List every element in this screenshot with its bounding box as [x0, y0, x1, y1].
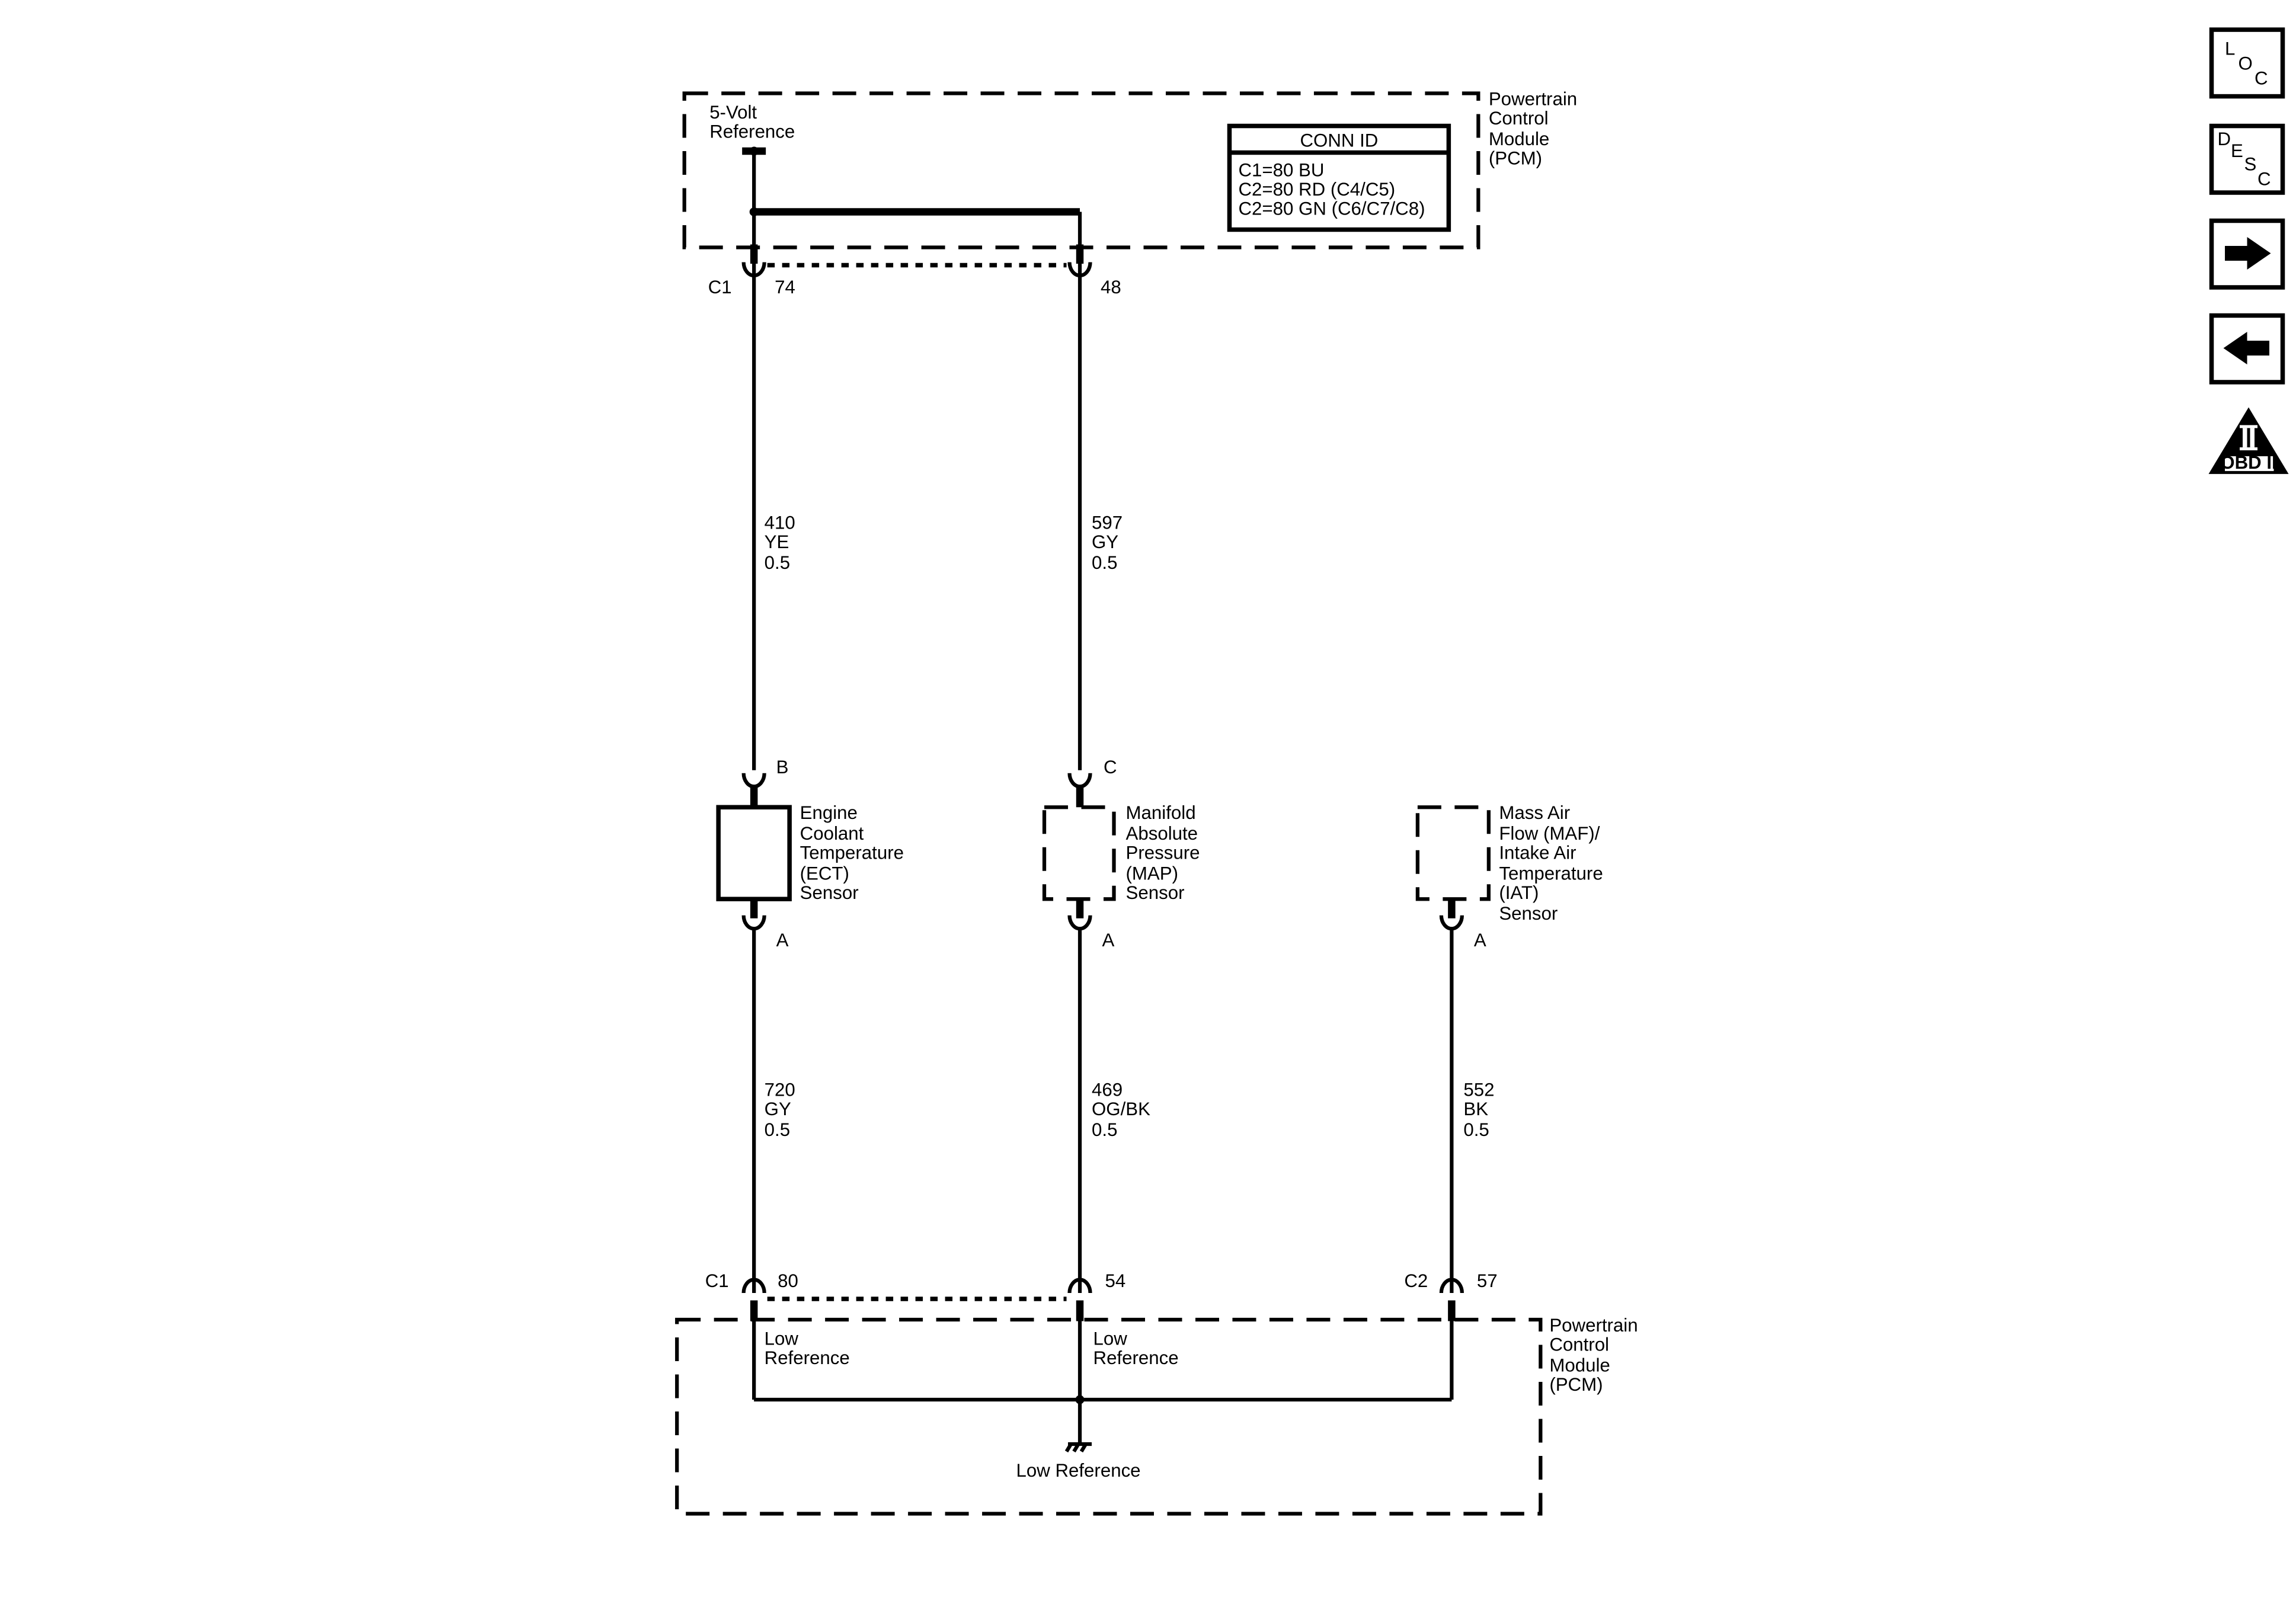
- wire-label-410: 410 YE 0.5: [765, 512, 795, 572]
- map-sensor-label: Manifold Absolute Pressure (MAP) Sensor: [1126, 802, 1200, 903]
- svg-text:Reference: Reference: [1093, 1347, 1179, 1368]
- svg-text:C2=80 RD (C4/C5): C2=80 RD (C4/C5): [1238, 179, 1395, 200]
- svg-text:D: D: [2218, 129, 2231, 149]
- svg-text:Module: Module: [1549, 1355, 1610, 1376]
- wire-label-720: 720 GY 0.5: [765, 1080, 795, 1140]
- pcm-top-label: Powertrain Control Module (PCM): [1489, 89, 1577, 169]
- map-sensor: [1042, 805, 1116, 901]
- svg-text:0.5: 0.5: [1092, 552, 1117, 573]
- maf-iat-sensor: [1415, 805, 1491, 901]
- svg-text:Control: Control: [1489, 108, 1549, 129]
- svg-text:L: L: [2225, 39, 2235, 59]
- svg-text:597: 597: [1092, 512, 1123, 533]
- svg-text:(IAT): (IAT): [1499, 882, 1539, 903]
- svg-text:0.5: 0.5: [1092, 1119, 1117, 1140]
- low-reference-label-2: Low Reference: [1093, 1329, 1179, 1368]
- five-volt-reference-label: 5-Volt Reference: [709, 102, 795, 142]
- svg-text:Sensor: Sensor: [1126, 882, 1185, 903]
- pin-label: 57: [1477, 1270, 1498, 1291]
- svg-text:Engine: Engine: [800, 802, 858, 823]
- svg-text:BK: BK: [1463, 1099, 1488, 1119]
- next-arrow-button[interactable]: [2209, 218, 2285, 290]
- svg-text:410: 410: [765, 512, 795, 533]
- svg-text:Pressure: Pressure: [1126, 843, 1200, 863]
- svg-text:Reference: Reference: [765, 1347, 850, 1368]
- svg-text:Sensor: Sensor: [1499, 903, 1558, 924]
- wire-label-597: 597 GY 0.5: [1092, 512, 1123, 572]
- svg-text:Low: Low: [1093, 1329, 1128, 1349]
- obd-ii-icon: OBD II: [2208, 407, 2289, 474]
- svg-text:C1=80 BU: C1=80 BU: [1238, 160, 1324, 181]
- ect-sensor-label: Engine Coolant Temperature (ECT) Sensor: [800, 802, 904, 903]
- svg-text:C: C: [2255, 68, 2268, 89]
- ect-sensor: [716, 805, 792, 901]
- loc-button[interactable]: L O C: [2209, 27, 2285, 99]
- svg-text:Low: Low: [765, 1329, 799, 1349]
- svg-text:(ECT): (ECT): [800, 863, 849, 884]
- pcm-bottom-boundary: [675, 1317, 1543, 1516]
- svg-text:E: E: [2231, 140, 2243, 161]
- wire-label-469: 469 OG/BK 0.5: [1092, 1080, 1150, 1140]
- conn-label: C1: [705, 1270, 729, 1291]
- svg-text:Reference: Reference: [709, 121, 795, 142]
- pin-label: B: [776, 757, 789, 777]
- bottom-pcm-connectors: [741, 1278, 1464, 1321]
- svg-text:Temperature: Temperature: [1499, 863, 1603, 884]
- conn-label: C1: [708, 277, 732, 297]
- ground-label: Low Reference: [1016, 1460, 1140, 1481]
- svg-text:C: C: [2257, 169, 2271, 190]
- svg-text:0.5: 0.5: [765, 1119, 790, 1140]
- pin-label: A: [1474, 930, 1486, 950]
- svg-text:OBD II: OBD II: [2220, 452, 2276, 473]
- svg-text:Flow (MAF)/: Flow (MAF)/: [1499, 823, 1600, 844]
- ground-icon: [1064, 1442, 1092, 1453]
- svg-text:C2=80 GN (C6/C7/C8): C2=80 GN (C6/C7/C8): [1238, 199, 1425, 219]
- svg-text:469: 469: [1092, 1080, 1123, 1100]
- conn-id-box: CONN ID C1=80 BU C2=80 RD (C4/C5) C2=80 …: [1227, 123, 1451, 232]
- svg-text:CONN ID: CONN ID: [1300, 130, 1378, 151]
- pcm-bottom-label: Powertrain Control Module (PCM): [1549, 1315, 1638, 1395]
- svg-text:O: O: [2239, 53, 2253, 74]
- svg-text:Control: Control: [1549, 1334, 1609, 1355]
- svg-text:552: 552: [1463, 1080, 1494, 1100]
- arrow-left-icon: [2223, 331, 2270, 364]
- svg-text:YE: YE: [765, 532, 789, 552]
- svg-text:(PCM): (PCM): [1549, 1374, 1603, 1395]
- svg-text:S: S: [2244, 154, 2257, 175]
- svg-text:5-Volt: 5-Volt: [709, 102, 757, 123]
- pin-label: C: [1104, 757, 1117, 777]
- svg-text:GY: GY: [1092, 532, 1118, 552]
- svg-text:Powertrain: Powertrain: [1549, 1315, 1638, 1336]
- previous-arrow-button[interactable]: [2209, 313, 2285, 385]
- svg-text:Coolant: Coolant: [800, 823, 864, 844]
- conn-label: C2: [1404, 1270, 1428, 1291]
- pin-label: 54: [1105, 1270, 1126, 1291]
- svg-text:0.5: 0.5: [765, 552, 790, 573]
- desc-button[interactable]: D E S C: [2209, 123, 2285, 195]
- svg-text:Manifold: Manifold: [1126, 802, 1196, 823]
- low-reference-label-1: Low Reference: [765, 1329, 850, 1368]
- svg-text:0.5: 0.5: [1463, 1119, 1489, 1140]
- svg-text:Mass Air: Mass Air: [1499, 802, 1570, 823]
- svg-text:Powertrain: Powertrain: [1489, 89, 1577, 110]
- arrow-right-icon: [2225, 236, 2271, 270]
- svg-text:Sensor: Sensor: [800, 882, 859, 903]
- svg-text:Intake Air: Intake Air: [1499, 843, 1576, 863]
- pin-label: A: [1102, 930, 1115, 950]
- svg-text:720: 720: [765, 1080, 795, 1100]
- pin-label: A: [776, 930, 789, 950]
- maf-iat-sensor-label: Mass Air Flow (MAF)/ Intake Air Temperat…: [1499, 802, 1603, 924]
- svg-text:(PCM): (PCM): [1489, 148, 1542, 169]
- pin-label: 74: [775, 277, 795, 297]
- sensor-bottom-connectors: [741, 899, 1464, 931]
- svg-text:Module: Module: [1489, 129, 1549, 149]
- pin-label: 48: [1101, 277, 1121, 297]
- svg-text:GY: GY: [765, 1099, 791, 1119]
- svg-text:(MAP): (MAP): [1126, 863, 1179, 884]
- pin-label: 80: [778, 1270, 798, 1291]
- svg-text:Temperature: Temperature: [800, 843, 904, 863]
- svg-text:Absolute: Absolute: [1126, 823, 1198, 844]
- wire-label-552: 552 BK 0.5: [1463, 1080, 1494, 1140]
- svg-text:OG/BK: OG/BK: [1092, 1099, 1150, 1119]
